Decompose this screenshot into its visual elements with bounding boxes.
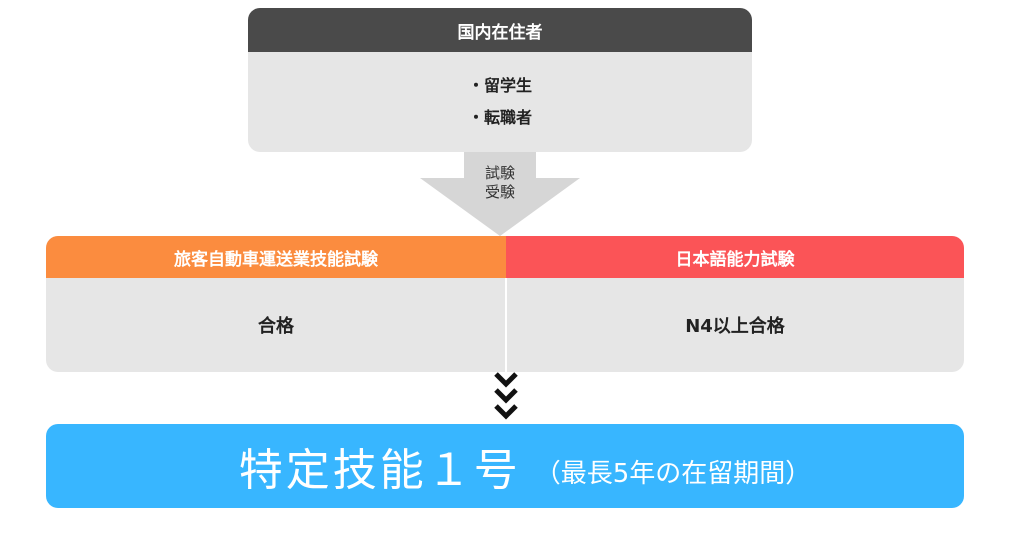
arrow-label-line1: 試験 <box>484 164 515 182</box>
list-item-job-changer: ・転職者 <box>467 108 532 127</box>
arrow-label-line2: 受験 <box>484 183 515 201</box>
list-item-student: ・留学生 <box>467 76 532 95</box>
down-arrow-icon <box>420 152 580 236</box>
arrow-label: 試験 受験 <box>464 164 536 202</box>
driving-skill-exam-title: 旅客自動車運送業技能試験 <box>46 236 506 278</box>
domestic-resident-list: ・留学生 ・転職者 <box>248 52 752 128</box>
japanese-exam-box: 日本語能力試験 N4以上合格 <box>506 236 964 372</box>
driving-skill-exam-result: 合格 <box>258 316 294 337</box>
outcome-note: （最長5年の在留期間） <box>534 458 812 489</box>
column-divider <box>505 278 507 372</box>
specified-skill-outcome: 特定技能１号 （最長5年の在留期間） <box>46 424 964 508</box>
triple-chevron-down-icon <box>494 372 518 420</box>
driving-skill-exam-box: 旅客自動車運送業技能試験 合格 <box>46 236 506 372</box>
domestic-resident-box: 国内在住者 ・留学生 ・転職者 <box>248 8 752 152</box>
japanese-exam-title: 日本語能力試験 <box>506 236 964 278</box>
domestic-resident-title: 国内在住者 <box>248 8 752 52</box>
outcome-title: 特定技能１号 <box>238 445 521 496</box>
japanese-exam-result: N4以上合格 <box>685 316 785 337</box>
